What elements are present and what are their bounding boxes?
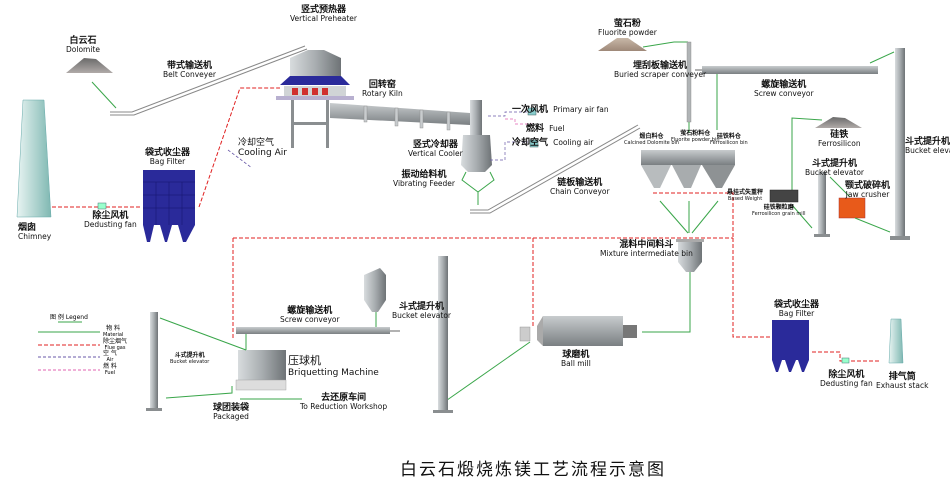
vibrating-feeder [461, 171, 495, 205]
fluorite-pile [598, 38, 647, 51]
material-flow [91, 81, 117, 109]
legend-lines [38, 321, 100, 371]
screw-conveyor-bottom [236, 327, 400, 334]
cooling-air-fan-icon [529, 139, 539, 148]
bag-filter-right [772, 320, 809, 372]
briquetting-machine [235, 350, 287, 391]
dolomite-pile [66, 58, 113, 73]
ferrosilicon-grain-mill [769, 189, 799, 203]
label-primary-air-fan: 一次风机 Primary air fan [512, 105, 609, 115]
storage-bins [641, 150, 735, 188]
legend-title: 图 例 Legend [50, 314, 88, 321]
bucket-elevator-mid [814, 172, 830, 237]
dedusting-fan-right-icon [841, 357, 850, 364]
mixture-intermediate-bin [676, 239, 704, 272]
bucket-elevator-right [890, 48, 910, 240]
diagram-title: 白云石煅烧炼镁工艺流程示意图 [400, 460, 666, 480]
label-fuel: 燃料 Fuel [526, 124, 565, 134]
label-cooling-air-right: 冷却空气 Cooling air [512, 138, 594, 148]
vertical-preheater [276, 50, 354, 148]
bucket-elevator-left [146, 312, 162, 411]
bag-filter-left [143, 170, 195, 242]
buried-scraper-conveyer [686, 41, 692, 123]
screw-conveyor-top [695, 66, 878, 74]
exhaust-stack [888, 318, 904, 364]
jaw-crusher [838, 197, 866, 219]
dedusting-fan-left-icon [97, 202, 107, 210]
primary-air-fan-icon [527, 107, 537, 116]
chain-conveyor [470, 124, 641, 214]
bucket-elevator-bottom-bin [364, 268, 386, 312]
belt-conveyor [110, 45, 308, 116]
bucket-elevator-right-bottom [433, 256, 453, 413]
chimney [16, 99, 52, 218]
ball-mill [519, 316, 637, 346]
ferrosilicon-pile [815, 117, 862, 128]
vertical-cooler [461, 100, 492, 172]
